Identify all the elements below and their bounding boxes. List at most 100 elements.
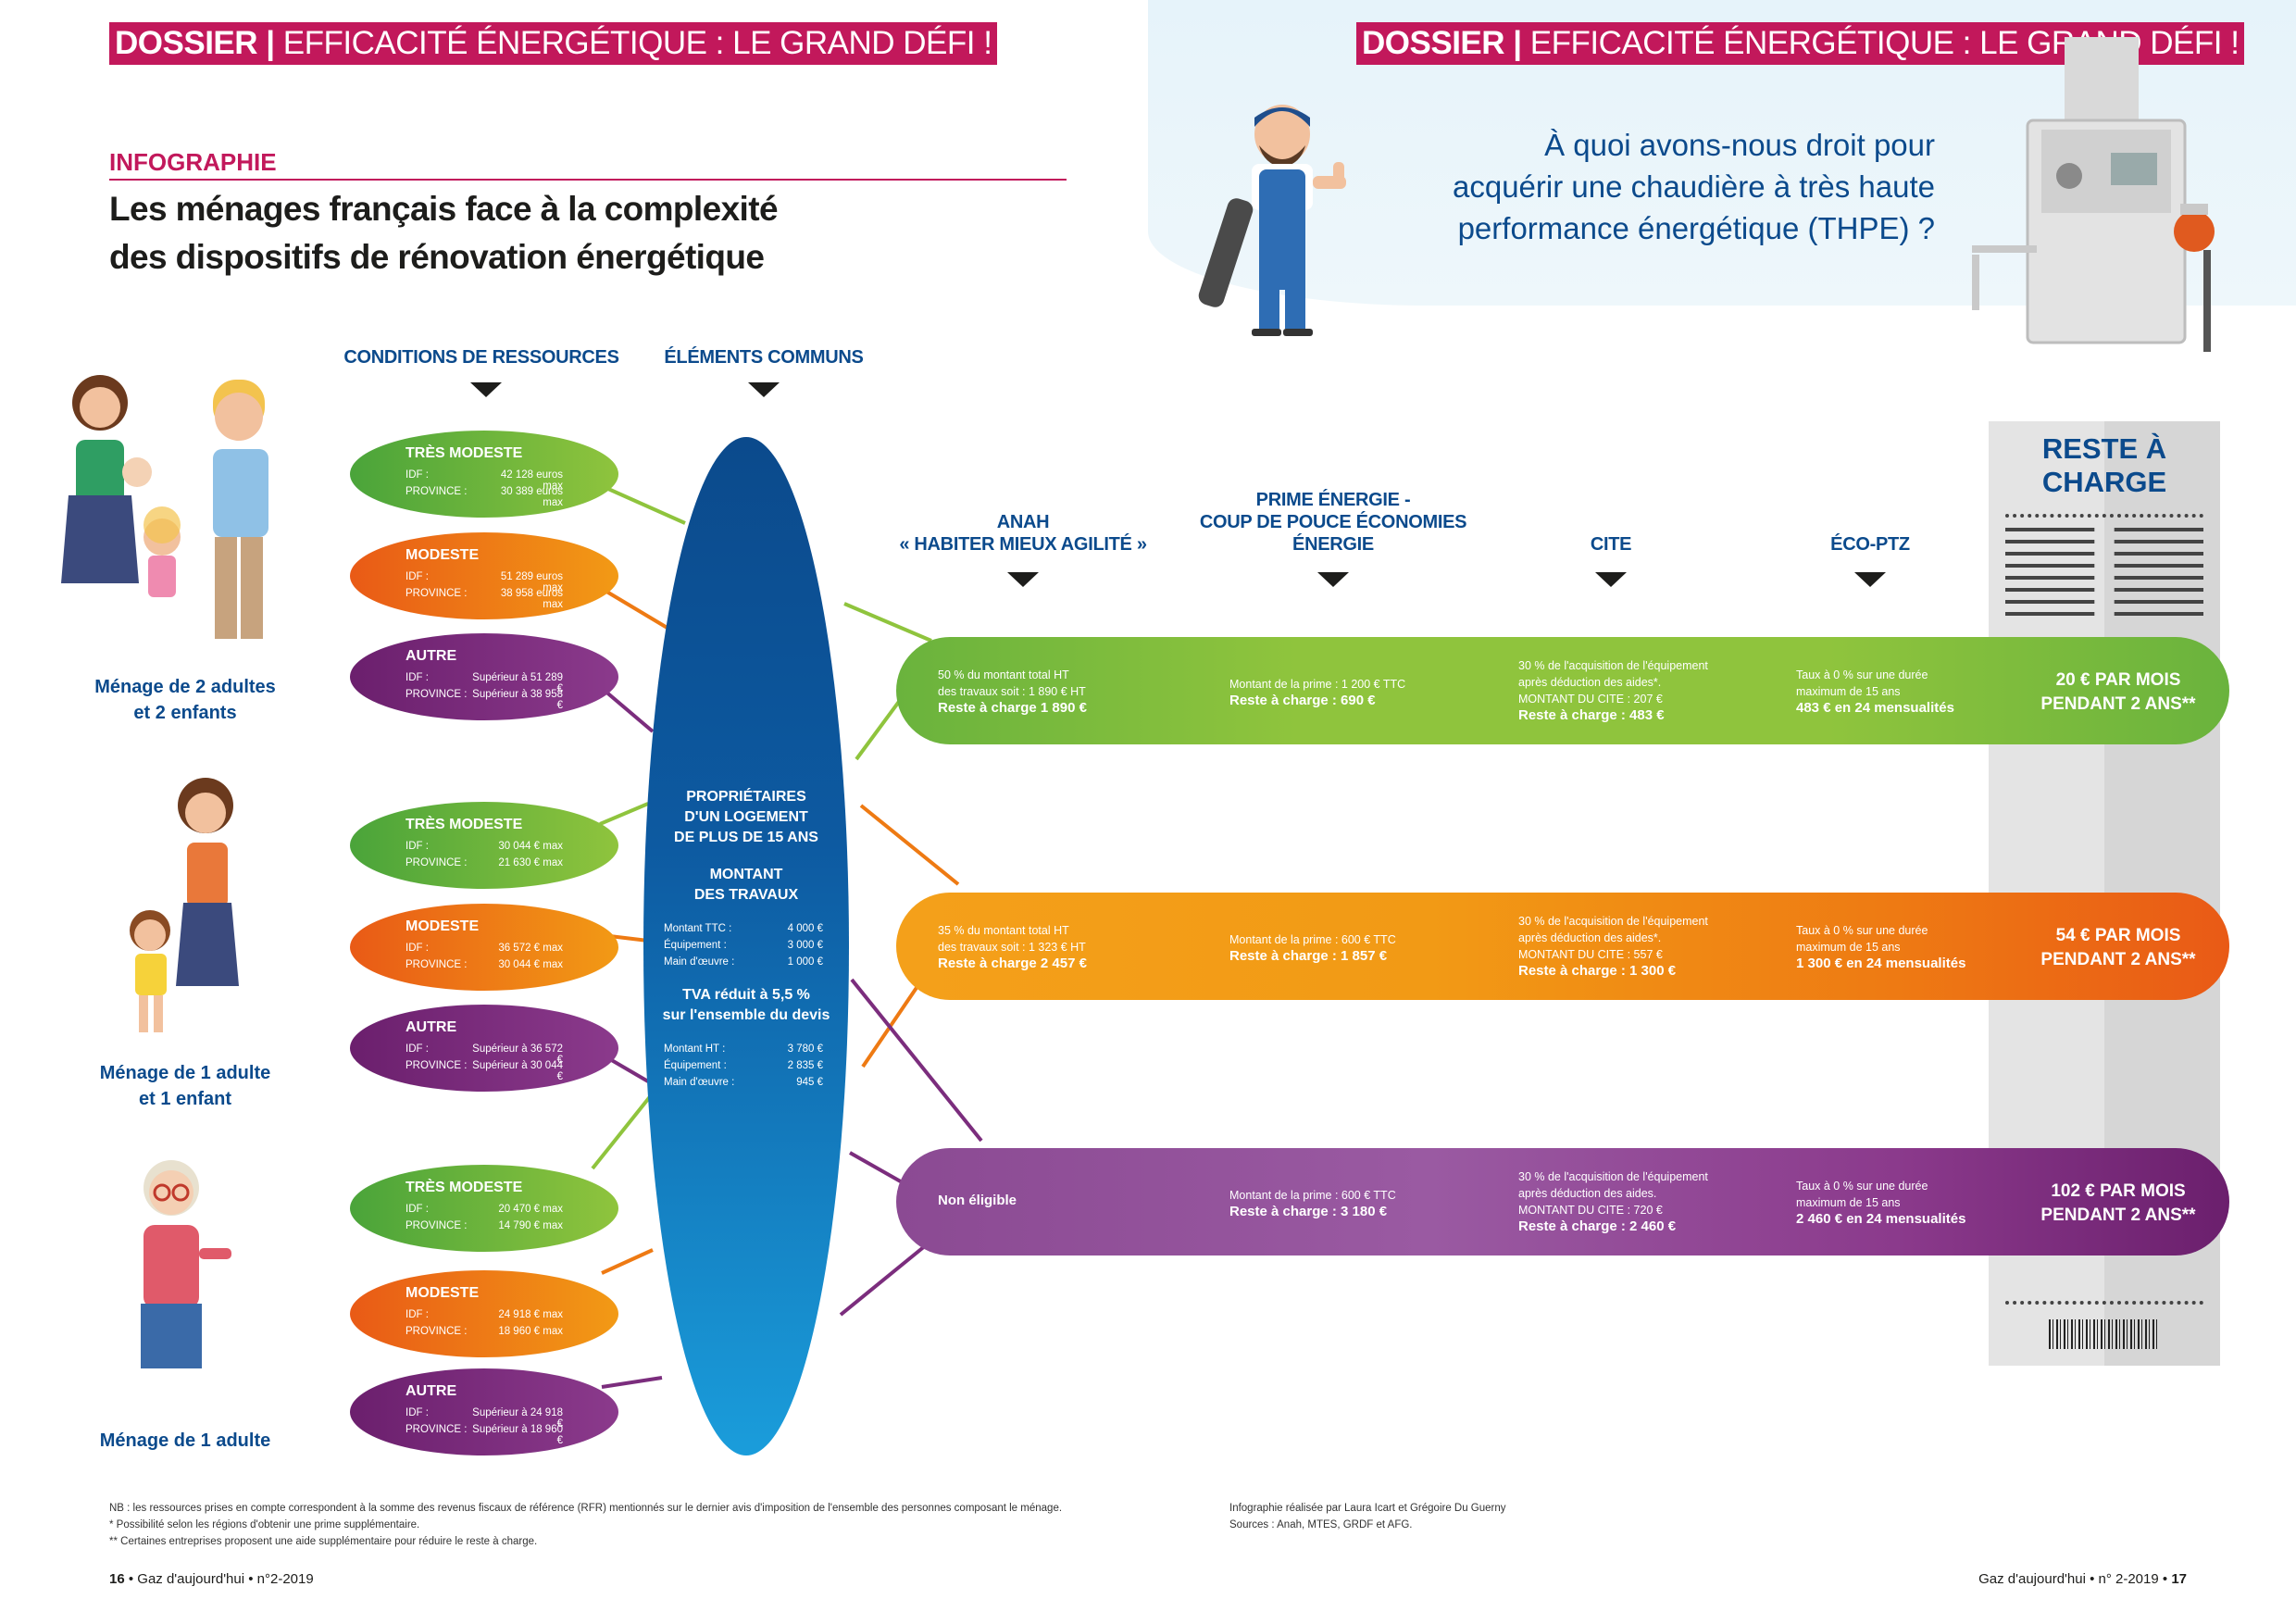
pill-idf-value: 30 044 € max — [498, 841, 563, 852]
band-reste-text: 20 € PAR MOIS PENDANT 2 ANS** — [2007, 668, 2229, 717]
household-label-2-line-2: et 1 enfant — [138, 1089, 232, 1109]
right-header-bold: DOSSIER | — [1362, 25, 1522, 61]
triangle-down-icon — [1317, 572, 1349, 587]
grandma-illustration — [141, 1160, 231, 1368]
household-label-1: Ménage de 2 adultes et 2 enfants — [74, 674, 296, 726]
band-reste-text: 102 € PAR MOIS PENDANT 2 ANS** — [2007, 1180, 2229, 1228]
triangle-down-icon — [1854, 572, 1886, 587]
ht-row-label: Équipement : — [664, 1060, 727, 1071]
band-anah-text: 50 % du montant total HT des travaux soi… — [938, 667, 1087, 717]
band-reste-line-2: PENDANT 2 ANS** — [2040, 950, 2196, 969]
pill-title: AUTRE — [406, 648, 457, 664]
pill-province-value: Supérieur à 30 044 € — [472, 1060, 563, 1082]
left-header-banner: DOSSIER | EFFICACITÉ ÉNERGÉTIQUE : LE GR… — [109, 22, 998, 65]
footnote-2: * Possibilité selon les régions d'obteni… — [109, 1519, 420, 1530]
page-number-right: 17 — [2171, 1571, 2187, 1587]
footnote-3: ** Certaines entreprises proposent une a… — [109, 1536, 538, 1547]
page-title: Les ménages français face à la complexit… — [109, 185, 779, 281]
pill-tres-modeste-2: TRÈS MODESTE IDF : 30 044 € max PROVINCE… — [350, 802, 618, 889]
col-head-ressources: CONDITIONS DE RESSOURCES — [343, 347, 619, 368]
pill-province-label: PROVINCE : — [406, 857, 468, 868]
pill-idf-label: IDF : — [406, 1204, 429, 1215]
plumber-illustration — [1198, 105, 1346, 336]
col-head-ecoptz: ÉCO-PTZ — [1830, 534, 1910, 555]
pill-province-value: Supérieur à 18 960 € — [472, 1424, 563, 1446]
band-reste-text: 54 € PAR MOIS PENDANT 2 ANS** — [2007, 924, 2229, 972]
pill-province-value: 30 044 € max — [498, 959, 563, 970]
col-head-communs: ÉLÉMENTS COMMUNS — [664, 347, 864, 368]
credits-line-1: Infographie réalisée par Laura Icart et … — [1229, 1503, 1506, 1514]
montant-title: MONTANT DES TRAVAUX — [643, 865, 849, 906]
pill-idf-label: IDF : — [406, 1043, 429, 1055]
triangle-down-icon — [748, 382, 780, 397]
pill-province-label: PROVINCE : — [406, 486, 468, 497]
band-purple: Non éligible Montant de la prime : 600 €… — [896, 1148, 2229, 1255]
pill-title: MODESTE — [406, 547, 480, 563]
band-prime-text: Montant de la prime : 600 € TTC Reste à … — [1229, 1187, 1396, 1220]
band-cite-text: 30 % de l'acquisition de l'équipement ap… — [1518, 1168, 1708, 1235]
ht-row-value: 945 € — [796, 1077, 823, 1088]
pill-province-value: Supérieur à 38 958 € — [472, 689, 563, 711]
band-prime-line: Montant de la prime : 1 200 € TTC — [1229, 678, 1406, 691]
pill-title: TRÈS MODESTE — [406, 817, 523, 832]
footer-right: Gaz d'aujourd'hui • n° 2-2019 • 17 — [1852, 1571, 2187, 1587]
pill-province-label: PROVINCE : — [406, 1060, 468, 1071]
ttc-table: Montant TTC :4 000 € Équipement :3 000 €… — [664, 920, 823, 970]
question-line-1: À quoi avons-nous droit pour — [1544, 128, 1935, 162]
pill-province-value: 30 389 euros max — [500, 486, 563, 508]
band-orange: 35 % du montant total HT des travaux soi… — [896, 893, 2229, 1000]
col-head-anah-line-1: ANAH — [996, 512, 1050, 532]
left-header-bold: DOSSIER | — [115, 25, 275, 61]
ttc-row-value: 4 000 € — [787, 923, 823, 934]
page-title-line-1: Les ménages français face à la complexit… — [109, 190, 779, 228]
pill-province-label: PROVINCE : — [406, 1424, 468, 1435]
receipt-title-line-2: CHARGE — [2041, 466, 2167, 498]
col-head-anah: ANAH « HABITER MIEUX AGILITÉ » — [884, 511, 1162, 556]
band-eco-line-2: maximum de 15 ans — [1796, 1196, 1901, 1209]
ttc-row-label: Montant TTC : — [664, 923, 732, 934]
household-label-3: Ménage de 1 adulte — [74, 1428, 296, 1454]
band-cite-line-3: MONTANT DU CITE : 207 € — [1518, 693, 1663, 706]
pill-province-value: 38 958 euros max — [500, 588, 563, 610]
band-prime-result: Reste à charge : 1 857 € — [1229, 948, 1388, 964]
tva-line-2: sur l'ensemble du devis — [662, 1007, 830, 1023]
band-reste-line-1: 102 € PAR MOIS — [2051, 1181, 2186, 1201]
pill-idf-label: IDF : — [406, 943, 429, 954]
pill-autre-1: AUTRE IDF : Supérieur à 51 289 € PROVINC… — [350, 633, 618, 720]
band-cite-result: Reste à charge : 2 460 € — [1518, 1218, 1677, 1234]
band-eco-line-1: Taux à 0 % sur une durée — [1796, 1180, 1928, 1193]
pill-province-label: PROVINCE : — [406, 959, 468, 970]
band-anah-text: 35 % du montant total HT des travaux soi… — [938, 922, 1087, 972]
band-anah-result: Reste à charge 2 457 € — [938, 956, 1087, 971]
band-cite-result: Reste à charge : 1 300 € — [1518, 963, 1677, 979]
col-head-prime-line-3: ÉNERGIE — [1292, 534, 1374, 555]
pill-idf-value: 36 572 € max — [498, 943, 563, 954]
pill-province-value: 21 630 € max — [498, 857, 563, 868]
col-head-prime-line-2: COUP DE POUCE ÉCONOMIES — [1199, 512, 1467, 532]
band-eco-result: 1 300 € en 24 mensualités — [1796, 956, 1966, 971]
owners-line-3: DE PLUS DE 15 ANS — [674, 830, 818, 845]
pill-province-label: PROVINCE : — [406, 689, 468, 700]
pill-title: TRÈS MODESTE — [406, 1180, 523, 1195]
credits-line-2: Sources : Anah, MTES, GRDF et AFG. — [1229, 1519, 1413, 1530]
triangle-down-icon — [470, 382, 502, 397]
household-label-3-line-1: Ménage de 1 adulte — [99, 1430, 271, 1451]
kicker: INFOGRAPHIE — [109, 148, 277, 176]
band-prime-text: Montant de la prime : 600 € TTC Reste à … — [1229, 931, 1396, 965]
receipt-title: RESTE À CHARGE — [1989, 432, 2220, 499]
band-anah-line-1: 50 % du montant total HT — [938, 668, 1069, 681]
pill-title: MODESTE — [406, 918, 480, 934]
tva-text: TVA réduit à 5,5 % sur l'ensemble du dev… — [643, 985, 849, 1026]
page-title-line-2: des dispositifs de rénovation énergétiqu… — [109, 238, 765, 276]
band-anah-result: Reste à charge 1 890 € — [938, 700, 1087, 716]
pill-tres-modeste-3: TRÈS MODESTE IDF : 20 470 € max PROVINCE… — [350, 1165, 618, 1252]
pill-idf-value: 24 918 € max — [498, 1309, 563, 1320]
household-label-2: Ménage de 1 adulte et 1 enfant — [74, 1060, 296, 1112]
receipt-dotted-rule — [2005, 514, 2203, 518]
band-prime-line: Montant de la prime : 600 € TTC — [1229, 1189, 1396, 1202]
tva-line-1: TVA réduit à 5,5 % — [682, 987, 810, 1003]
owners-text: PROPRIÉTAIRES D'UN LOGEMENT DE PLUS DE 1… — [643, 787, 849, 848]
band-anah-line-2: des travaux soit : 1 890 € HT — [938, 685, 1086, 698]
pill-idf-value: Supérieur à 51 289 € — [472, 672, 563, 694]
band-prime-line: Montant de la prime : 600 € TTC — [1229, 933, 1396, 946]
